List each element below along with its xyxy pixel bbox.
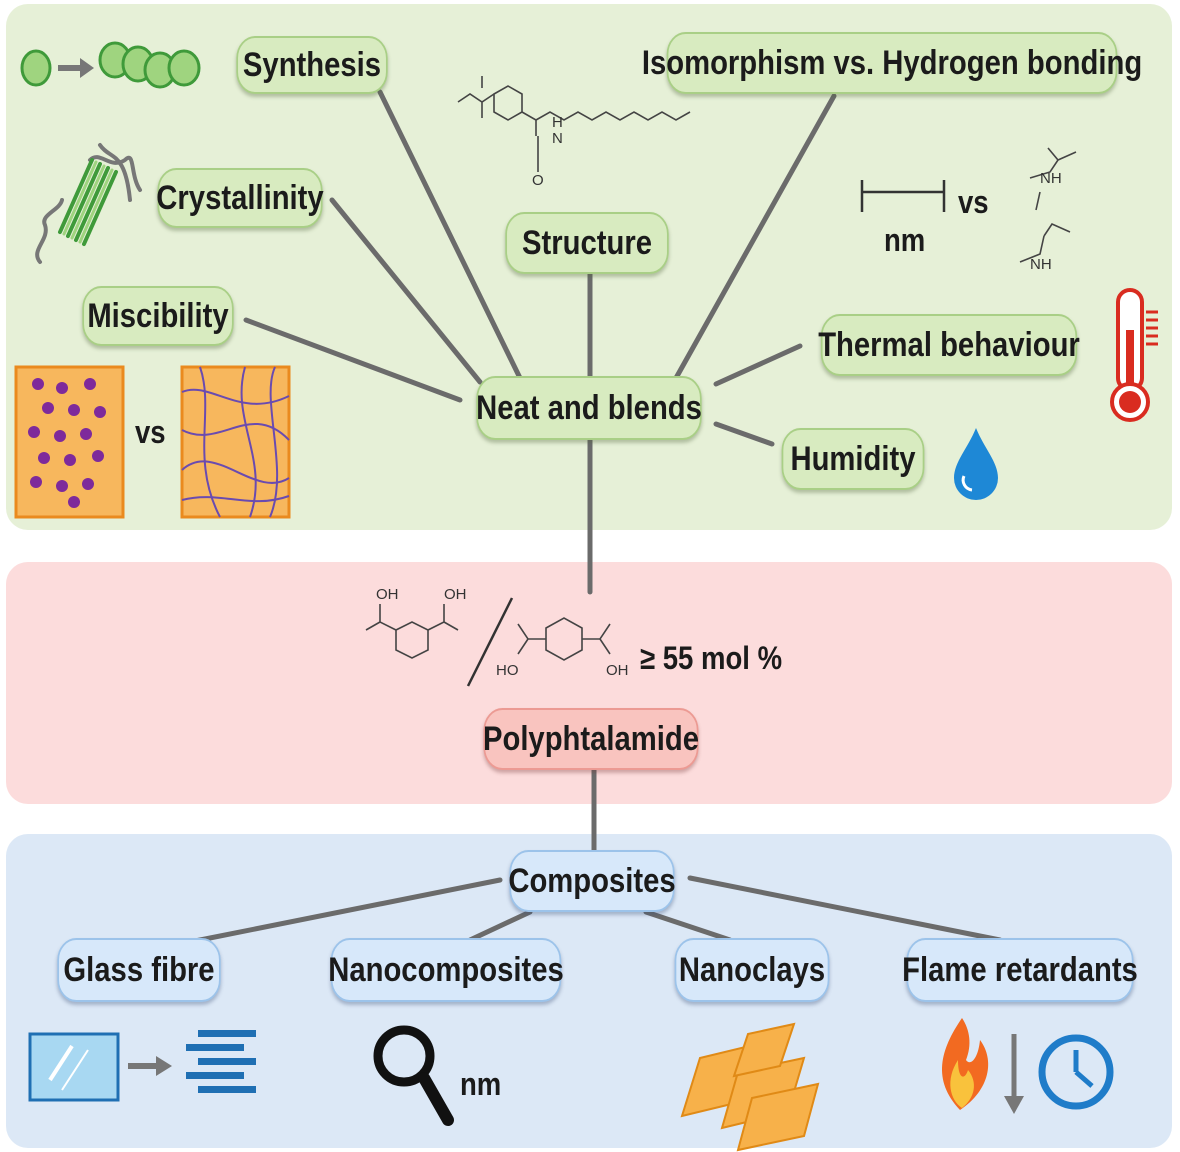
link-glass (187, 877, 503, 945)
scale-unit-label: nm (884, 222, 926, 258)
arrow-down-icon (1004, 1034, 1024, 1114)
chem-label-oh-1: OH (376, 586, 399, 603)
node-flame-retardants: Flame retardants (902, 938, 1138, 1002)
arrow-right-icon (128, 1056, 172, 1076)
link-synthesis (377, 89, 523, 381)
link-clays (643, 909, 733, 943)
node-synthesis: Synthesis (236, 36, 388, 94)
scale-vs-label: vs (958, 184, 989, 220)
water-drop-icon (954, 428, 998, 500)
link-thermal (713, 343, 803, 387)
node-thermal-behaviour: Thermal behaviour (818, 314, 1080, 376)
clay-platelets-icon (680, 1022, 820, 1152)
node-miscibility: Miscibility (82, 286, 234, 346)
monomer-structure-icon (457, 76, 691, 172)
dispersed-phase-icon (14, 365, 125, 519)
node-neat-and-blends: Neat and blends (476, 376, 702, 440)
cell-division-icon (20, 41, 201, 89)
chem-label-oh-3: OH (606, 662, 629, 679)
flame-icon (942, 1018, 989, 1110)
chem-label-nh-2: NH (1030, 256, 1052, 273)
link-miscibility (243, 317, 463, 403)
magnifier-icon (373, 1025, 454, 1126)
node-crystallinity: Crystallinity (156, 168, 324, 228)
fibres-icon (186, 1030, 256, 1093)
chem-label-ho: HO (496, 662, 519, 679)
node-humidity: Humidity (781, 428, 925, 490)
isophthalic-acid-icon (365, 604, 459, 659)
node-nanoclays: Nanoclays (674, 938, 830, 1002)
link-nano (467, 909, 533, 943)
node-glass-fibre: Glass fibre (57, 938, 221, 1002)
link-crystallinity (329, 197, 483, 385)
nano-unit-label: nm (460, 1066, 502, 1102)
entangled-chains-icon (180, 365, 291, 519)
link-humidity (713, 421, 775, 447)
glass-pane-icon (28, 1032, 120, 1102)
mol-fraction-label: ≥ 55 mol % (640, 640, 783, 676)
hydrogen-bond-icon (1019, 147, 1077, 263)
node-structure: Structure (505, 212, 669, 274)
chem-label-n: N (552, 130, 563, 147)
node-isomorphism: Isomorphism vs. Hydrogen bonding (642, 32, 1142, 94)
lamella-icon (35, 143, 142, 264)
node-nanocomposites: Nanocomposites (328, 938, 564, 1002)
chem-label-nh-1: NH (1040, 170, 1062, 187)
node-composites: Composites (508, 850, 676, 912)
link-isomorphism (673, 93, 837, 381)
clock-icon (1038, 1034, 1114, 1110)
terephthalic-acid-icon (517, 617, 611, 661)
node-polyphtalamide: Polyphtalamide (483, 708, 699, 770)
link-flame (687, 875, 1003, 943)
chem-label-o: O (532, 172, 544, 189)
scale-bar-icon (860, 180, 946, 212)
miscibility-vs-label: vs (135, 414, 166, 450)
chem-label-oh-2: OH (444, 586, 467, 603)
chem-label-h: H (552, 114, 563, 131)
thermometer-icon (1110, 288, 1158, 422)
slash-separator (466, 597, 514, 687)
